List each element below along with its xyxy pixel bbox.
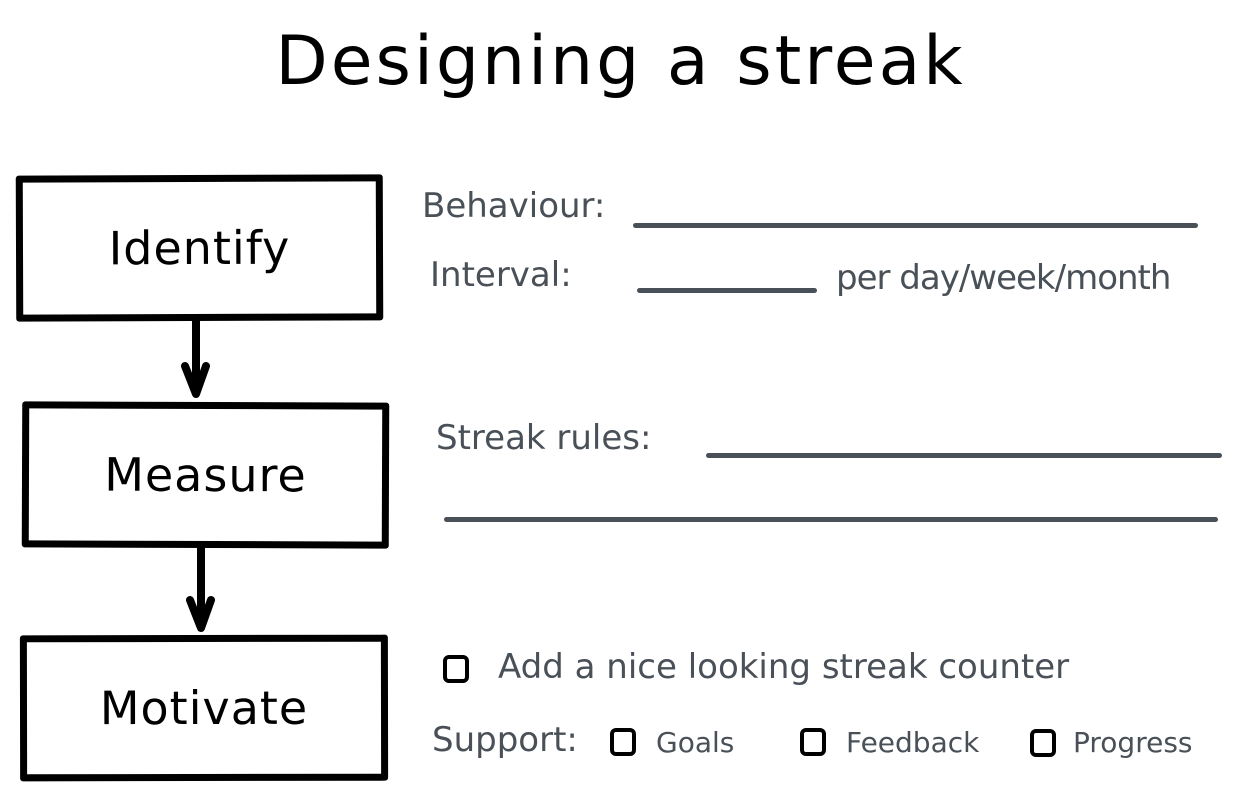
page-title: Designing a streak bbox=[275, 22, 966, 101]
support-goals-checkbox[interactable] bbox=[610, 728, 636, 756]
arrow-down-icon bbox=[181, 318, 210, 398]
step-box-identify: Identify bbox=[15, 174, 384, 322]
support-progress-checkbox[interactable] bbox=[1030, 729, 1056, 757]
interval-suffix: per day/week/month bbox=[836, 258, 1171, 298]
step-label-measure: Measure bbox=[104, 447, 307, 503]
step-box-measure: Measure bbox=[21, 401, 390, 549]
support-goals-label: Goals bbox=[656, 726, 735, 759]
behaviour-label: Behaviour: bbox=[422, 186, 606, 226]
support-feedback-label: Feedback bbox=[846, 726, 980, 759]
streak-rules-label: Streak rules: bbox=[436, 418, 652, 458]
support-feedback-checkbox[interactable] bbox=[800, 728, 826, 756]
arrow-down-icon bbox=[186, 546, 215, 632]
support-progress-label: Progress bbox=[1073, 726, 1193, 759]
behaviour-field[interactable] bbox=[633, 223, 1198, 228]
streak-rules-field-1[interactable] bbox=[706, 453, 1222, 458]
step-label-motivate: Motivate bbox=[99, 680, 309, 736]
streak-counter-checkbox[interactable] bbox=[443, 655, 469, 683]
step-label-identify: Identify bbox=[108, 220, 291, 276]
interval-label: Interval: bbox=[430, 255, 572, 295]
step-box-motivate: Motivate bbox=[19, 634, 389, 782]
interval-field[interactable] bbox=[637, 288, 817, 293]
support-label: Support: bbox=[432, 720, 578, 760]
streak-rules-field-2[interactable] bbox=[444, 517, 1218, 522]
streak-counter-label: Add a nice looking streak counter bbox=[498, 647, 1070, 687]
